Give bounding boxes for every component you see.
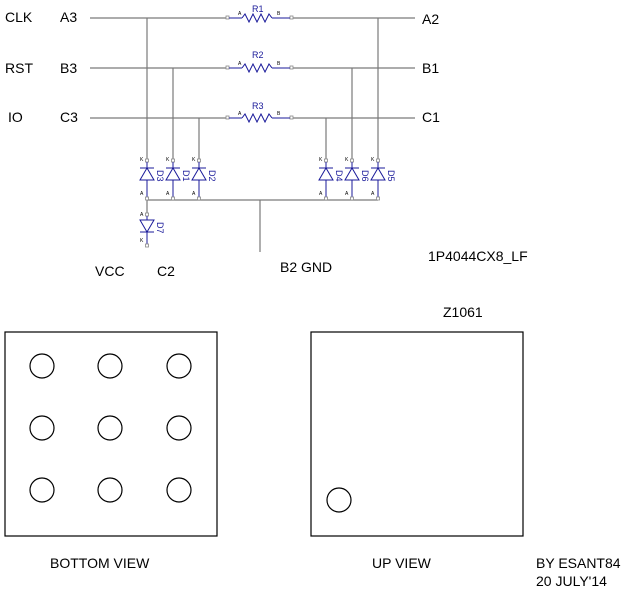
diode-d2: K A D2 [191,157,217,201]
diode-label-d4: D4 [334,170,344,182]
diode-label-d3: D3 [155,170,165,182]
svg-text:B: B [277,11,281,17]
svg-text:K: K [192,157,196,163]
svg-text:K: K [140,157,144,163]
resistor-r1: R1 A B [225,4,294,24]
diode-d7: A K D7 [139,212,165,248]
svg-text:A: A [192,191,196,197]
svg-text:A: A [345,191,349,197]
package-code: Z1061 [443,304,483,320]
svg-text:A: A [140,191,144,197]
label-b2-gnd: B2 GND [280,259,332,275]
label-c2: C2 [157,263,175,279]
label-io: IO [8,109,23,125]
diode-label-d1: D1 [181,170,191,182]
up-view-label: UP VIEW [372,555,432,571]
diode-d4: K A D4 [318,157,344,201]
svg-text:K: K [345,157,349,163]
svg-text:A: A [238,61,242,67]
svg-text:K: K [371,157,375,163]
label-c3: C3 [60,109,78,125]
svg-text:K: K [166,157,170,163]
label-clk: CLK [5,9,33,25]
svg-text:K: K [319,157,323,163]
label-a3: A3 [60,9,77,25]
diode-label-d2: D2 [207,170,217,182]
horizontal-wires [90,17,415,119]
label-a2: A2 [422,11,439,27]
resistor-label-r3: R3 [252,101,264,111]
diode-d5: K A D5 [370,157,396,201]
svg-text:B: B [277,111,281,117]
label-vcc: VCC [95,263,125,279]
vertical-wires [146,18,379,252]
up-view-package [310,331,524,537]
diode-label-d7: D7 [155,222,165,234]
svg-text:A: A [371,191,375,197]
resistor-r3: R3 A B [225,101,294,124]
svg-text:A: A [319,191,323,197]
date-label: 20 JULY'14 [536,573,607,589]
svg-text:B: B [277,61,281,67]
diode-d1: K A D1 [165,157,191,201]
bottom-view-package [4,331,218,537]
svg-text:A: A [238,11,242,17]
label-b1: B1 [422,60,439,76]
label-c1: C1 [422,109,440,125]
label-b3: B3 [60,60,77,76]
part-number: 1P4044CX8_LF [428,248,528,264]
resistor-label-r2: R2 [252,50,264,60]
diode-label-d6: D6 [360,170,370,182]
author-label: BY ESANT84 [536,555,621,571]
svg-text:K: K [140,238,144,244]
diode-d3: K A D3 [139,157,165,201]
label-rst: RST [5,60,33,76]
diode-d6: K A D6 [344,157,370,201]
resistor-label-r1: R1 [252,4,264,14]
resistor-r2: R2 A B [225,50,294,74]
diode-label-d5: D5 [386,170,396,182]
svg-text:A: A [140,212,144,218]
bottom-view-label: BOTTOM VIEW [50,555,150,571]
svg-text:A: A [238,111,242,117]
svg-text:A: A [166,191,170,197]
